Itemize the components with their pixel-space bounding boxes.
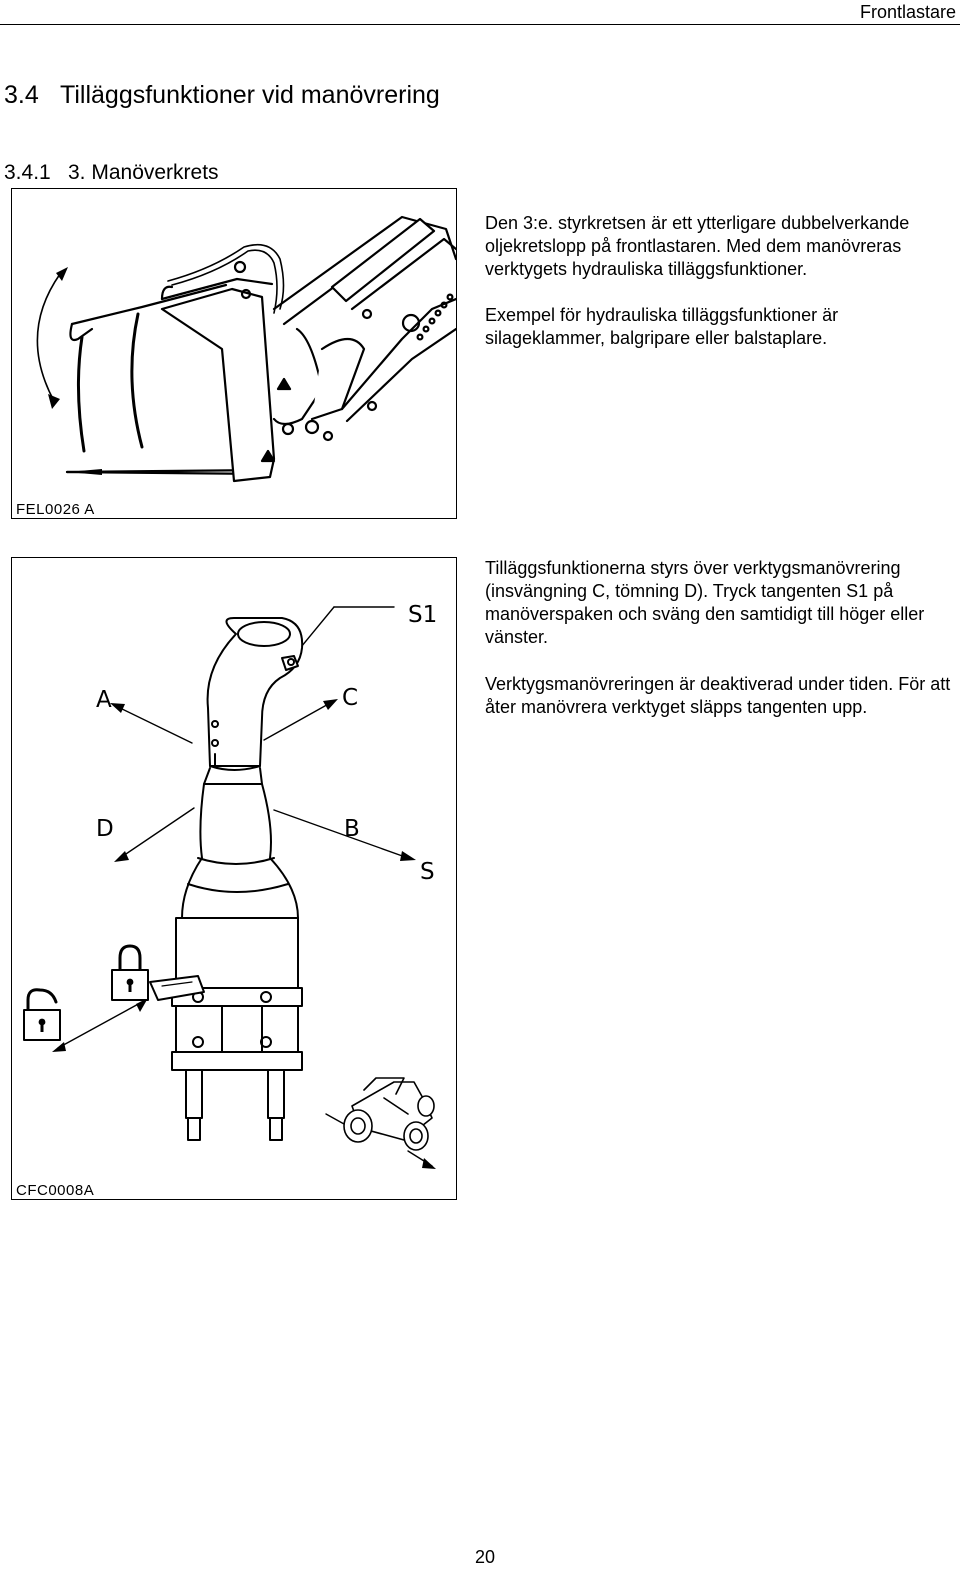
label-b: B	[344, 816, 360, 842]
header-rule	[0, 24, 960, 25]
subsection-number: 3.4.1	[4, 161, 51, 184]
running-header: Frontlastare	[859, 2, 956, 22]
figure-code: CFC0008A	[16, 1182, 95, 1199]
label-c: C	[342, 685, 358, 711]
front-loader-drawing	[36, 215, 456, 483]
label-d: D	[96, 816, 114, 842]
paragraph: Verktygsmanövreringen är deaktiverad und…	[485, 674, 951, 717]
label-s1: S1	[408, 602, 437, 628]
label-a: A	[96, 687, 112, 713]
section-title: Tilläggsfunktioner vid manövrering	[60, 81, 440, 109]
label-s: S	[420, 859, 435, 885]
paragraph: Tilläggsfunktionerna styrs över verktygs…	[485, 558, 925, 647]
section-heading: 3.4 Tilläggsfunktioner vid manövrering	[4, 81, 440, 110]
paragraph: Exempel för hydrauliska tilläggsfunktion…	[485, 305, 839, 348]
section-number: 3.4	[4, 81, 39, 109]
figure-front-loader-tool: FEL0026 A	[11, 188, 457, 519]
paragraph: Den 3:e. styrkretsen är ett ytterligare …	[485, 213, 910, 279]
figure-code: FEL0026 A	[16, 501, 95, 518]
subsection-heading: 3.4.1 3. Manöverkrets	[4, 161, 219, 185]
page-number: 20	[474, 1547, 496, 1567]
figure-joystick: S1 A C D B S CFC0008A	[11, 557, 457, 1200]
subsection-title: 3. Manöverkrets	[68, 161, 219, 184]
joystick-drawing: S1 A C D B S	[23, 602, 437, 1169]
